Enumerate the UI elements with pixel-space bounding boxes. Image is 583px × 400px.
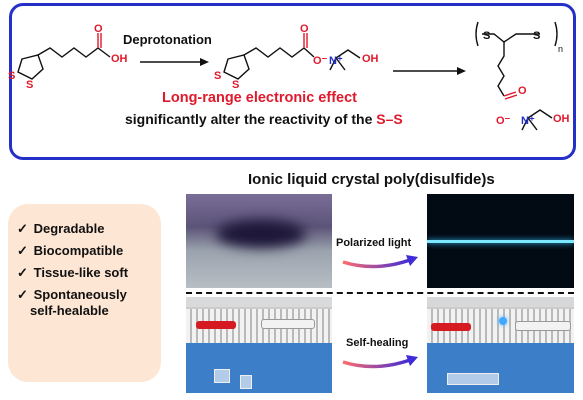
properties-panel: ✓ Degradable ✓ Biocompatible ✓ Tissue-li… [8,204,161,382]
atom-n-plus: N⁺ [329,55,343,67]
photo-after-healing [427,297,574,393]
atom-o-minus: O⁻ [313,55,328,67]
atom-o-carbonyl: O [300,23,309,35]
section-divider [186,292,574,294]
atom-s4: S [232,79,239,91]
ss-bond-label: S–S [376,111,403,127]
atom-oh: OH [111,53,128,65]
lipoate-salt-structure [223,33,361,80]
photo-after-polarized [427,194,574,288]
photo-before-polarized [186,194,332,288]
atom-s2: S [26,79,33,91]
long-range-effect-label: Long-range electronic effect [162,90,357,106]
check-icon: ✓ [17,243,28,258]
birefringent-fiber [427,240,574,243]
atom-oh-2: OH [362,53,379,65]
atom-o: O [94,23,103,35]
polarized-arrow [342,255,418,269]
atom-o-minus-2: O⁻ [496,115,511,127]
reactivity-text: significantly alter the reactivity of th… [125,111,373,127]
reaction-arrow-1 [140,58,209,66]
lipoic-acid-structure [17,33,111,80]
check-icon: ✓ [17,287,28,302]
property-biocompatible: ✓ Biocompatible [17,243,124,258]
atom-s1: S [8,70,15,82]
atom-s3: S [214,70,221,82]
polarized-light-label: Polarized light [336,237,412,249]
led-indicator [499,317,507,325]
check-icon: ✓ [17,221,28,236]
atom-oh-3: OH [553,113,570,125]
atom-ps2: S [533,30,540,42]
repeat-subscript: n [558,44,563,54]
property-tissue-like-soft: ✓ Tissue-like soft [17,265,129,280]
photo-before-healing [186,297,332,393]
section-title: Ionic liquid crystal poly(disulfide)s [248,171,495,188]
reaction-arrow-2 [393,67,466,75]
check-icon: ✓ [17,265,28,280]
healing-arrow [342,355,418,369]
deprotonation-label: Deprotonation [123,32,212,47]
atom-n-plus-2: N⁺ [521,115,535,127]
atom-o-2: O [518,85,527,97]
atom-ps1: S [483,30,490,42]
reactivity-statement: significantly alter the reactivity of th… [125,111,403,127]
self-healing-label: Self-healing [346,337,409,349]
property-degradable: ✓ Degradable [17,221,105,236]
reaction-scheme-frame [9,3,576,160]
poly-disulfide-structure [475,21,558,131]
